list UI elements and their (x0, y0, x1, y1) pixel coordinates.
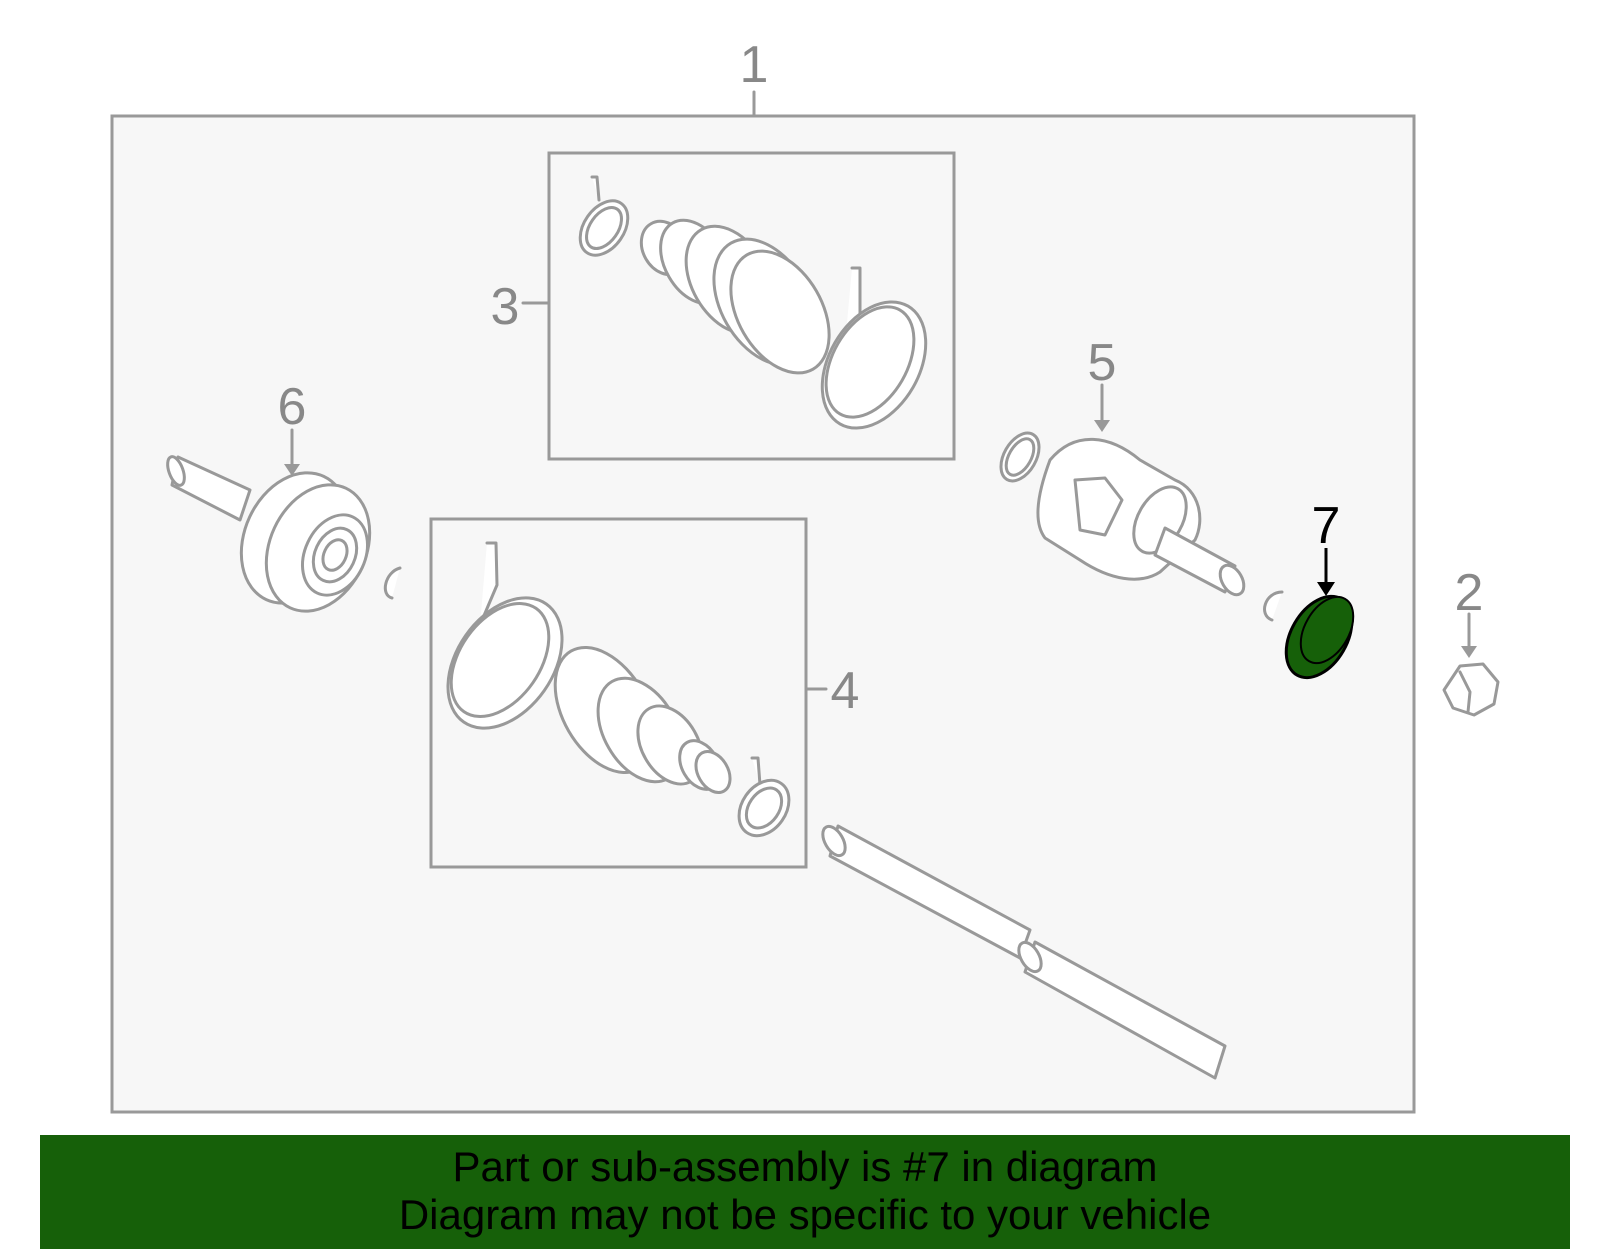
axle-nut (1442, 662, 1500, 717)
info-banner: Part or sub-assembly is #7 in diagram Di… (40, 1135, 1570, 1249)
callout-3: 3 (491, 278, 520, 336)
callout-6: 6 (278, 378, 307, 436)
banner-line-1: Part or sub-assembly is #7 in diagram (452, 1143, 1158, 1190)
callout-2: 2 (1455, 564, 1484, 622)
axle-shaft (821, 824, 1227, 1080)
outer-boot-assembly (578, 175, 928, 430)
callout-1: 1 (740, 36, 769, 94)
outer-cv-joint (166, 455, 402, 613)
banner-line-2: Diagram may not be specific to your vehi… (398, 1191, 1212, 1238)
inner-joint-housing (999, 431, 1284, 622)
callout-4: 4 (831, 662, 860, 720)
inner-boot-assembly (446, 541, 791, 838)
dust-seal-part-7 (1284, 594, 1355, 680)
callout-7-highlighted: 7 (1312, 497, 1341, 555)
callout-5: 5 (1088, 334, 1117, 392)
